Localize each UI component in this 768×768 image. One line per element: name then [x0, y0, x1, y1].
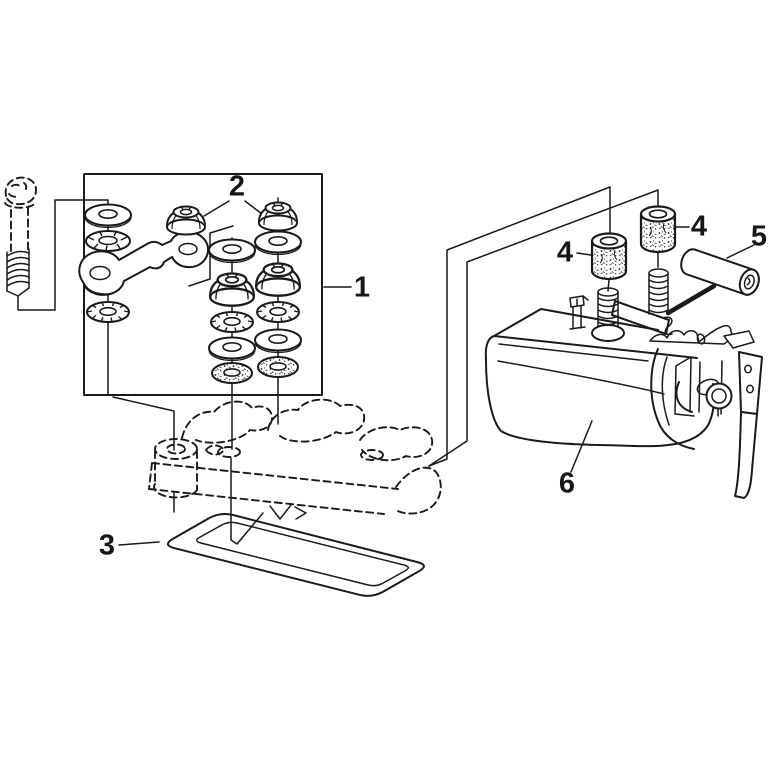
callout-6-label: 6 [558, 467, 576, 500]
bushings [576, 186, 690, 292]
stud-right [648, 268, 669, 315]
callout-5-leader [726, 244, 755, 259]
washer-stack-d [254, 201, 302, 378]
callout-5-label: 5 [750, 220, 768, 253]
bushing-right [639, 205, 677, 254]
bolt-leader-line [17, 199, 109, 311]
housing-assembly [484, 268, 763, 499]
roller-pointer [665, 283, 717, 316]
callout-2-label: 2 [228, 170, 246, 203]
stud-position-markers [230, 457, 307, 545]
callout-3-leader [118, 541, 160, 546]
bushing-left [590, 232, 628, 281]
gasket [118, 513, 425, 597]
stud-left [591, 287, 625, 342]
callout-4a-leader [576, 252, 592, 256]
bolt-threads [6, 248, 30, 297]
callout-6-leader [570, 420, 593, 473]
manifold-leader-a [112, 396, 175, 513]
bracket-tab [723, 330, 755, 349]
locknut-b [166, 205, 206, 236]
roller [665, 244, 760, 316]
terminal-clip [569, 295, 589, 330]
group-connector-band [428, 186, 659, 467]
phantom-manifold [112, 394, 442, 515]
callout-1-label: 1 [353, 271, 371, 304]
callout-2-leaders [203, 200, 263, 217]
callout-4-left-label: 4 [556, 236, 574, 269]
hardware-box-group [78, 173, 352, 396]
callout-3-label: 3 [98, 529, 116, 562]
phantom-bolt [4, 176, 109, 311]
link-arm [78, 231, 210, 296]
callout-4-right-label: 4 [690, 210, 708, 243]
